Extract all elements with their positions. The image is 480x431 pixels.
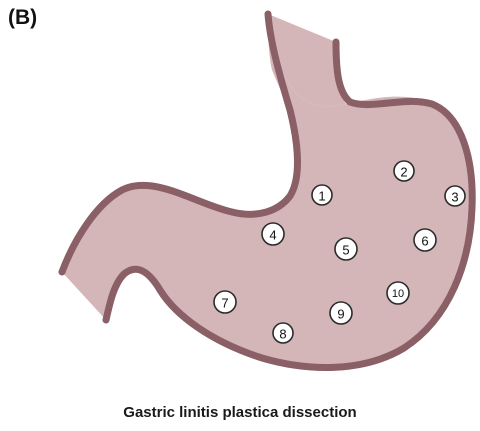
marker-label: 10 (392, 288, 404, 300)
marker-1: 1 (312, 185, 332, 205)
marker-label: 8 (279, 327, 286, 342)
marker-8: 8 (273, 323, 293, 343)
marker-10: 10 (387, 282, 409, 304)
marker-6: 6 (414, 229, 436, 251)
marker-2: 2 (394, 161, 414, 181)
marker-label: 9 (337, 307, 344, 322)
caption: Gastric linitis plastica dissection (0, 404, 480, 421)
marker-label: 4 (269, 228, 276, 243)
stomach-diagram: 1 2 3 4 5 6 7 8 9 10 (0, 0, 480, 400)
marker-label: 5 (342, 243, 349, 258)
marker-label: 2 (400, 165, 407, 180)
marker-label: 6 (421, 234, 428, 249)
marker-9: 9 (330, 302, 352, 324)
marker-7: 7 (214, 291, 236, 313)
marker-label: 3 (451, 190, 458, 205)
marker-label: 7 (221, 296, 228, 311)
marker-5: 5 (335, 238, 357, 260)
marker-label: 1 (318, 189, 325, 204)
marker-4: 4 (262, 223, 284, 245)
marker-3: 3 (445, 186, 465, 206)
